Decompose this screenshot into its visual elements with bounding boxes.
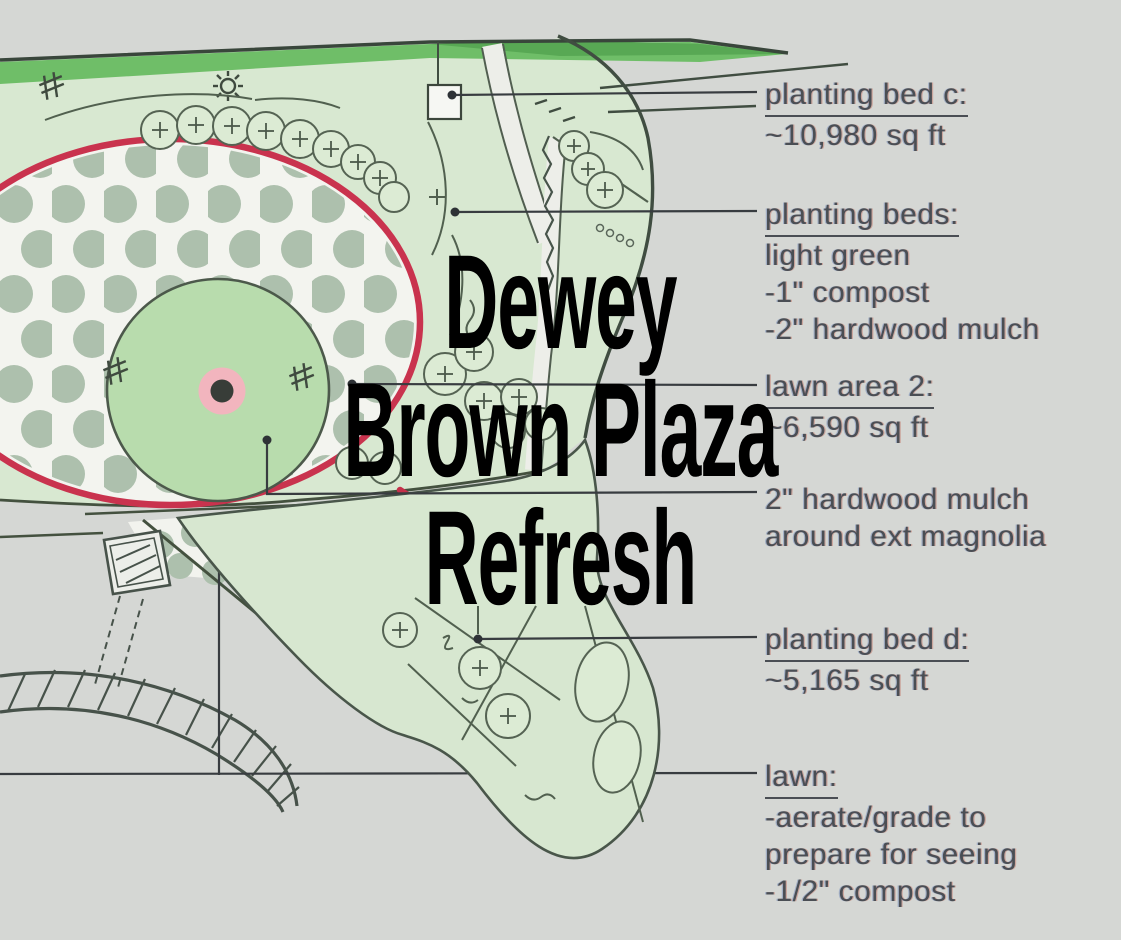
tree-circles <box>140 105 558 485</box>
label-line: prepare for seeing <box>765 838 1018 871</box>
label-line: ~6,590 sq ft <box>765 411 929 444</box>
label-line: light green <box>765 239 911 272</box>
planting-bed-c-marker <box>426 42 463 121</box>
leader-lines <box>262 90 758 644</box>
label-planting-beds: planting beds: light green -1" compost -… <box>765 196 1040 348</box>
label-planting-bed-c: planting bed c: ~10,980 sq ft <box>765 76 968 154</box>
label-heading: planting bed c: <box>765 76 968 117</box>
hatched-ramp <box>0 669 300 813</box>
title-line-1: Dewey <box>444 228 677 377</box>
label-lawn-area-2: lawn area 2: ~6,590 sq ft <box>765 368 935 446</box>
label-magnolia-mulch: 2" hardwood mulch around ext magnolia <box>765 481 1046 555</box>
label-heading: planting beds: <box>765 196 959 237</box>
label-heading: lawn area 2: <box>765 368 935 409</box>
label-line: -aerate/grade to <box>765 801 987 834</box>
label-heading: planting bed d: <box>765 621 970 662</box>
path-exit-lines <box>534 62 849 123</box>
plan-outline-swoosh <box>557 34 655 439</box>
sun-icon <box>213 71 243 101</box>
label-line: -2" hardwood mulch <box>765 313 1040 346</box>
label-line: ~5,165 sq ft <box>765 664 929 697</box>
lower-lobe <box>175 437 661 860</box>
sketch-symbols <box>38 71 315 391</box>
label-line: -1/2" compost <box>765 875 956 908</box>
label-line: 2" hardwood mulch <box>765 483 1030 516</box>
label-line: around ext magnolia <box>765 520 1047 553</box>
title-line-2: Brown Plaza <box>343 356 778 505</box>
label-planting-bed-d: planting bed d: ~5,165 sq ft <box>765 621 970 699</box>
right-bulge-bed <box>552 130 649 248</box>
title-line-3: Refresh <box>424 484 697 633</box>
label-heading: lawn: <box>765 758 838 799</box>
label-lawn: lawn: -aerate/grade to prepare for seein… <box>765 758 1018 910</box>
hatched-structure <box>93 529 172 692</box>
existing-magnolia-circle <box>105 277 331 503</box>
label-line: ~10,980 sq ft <box>765 119 946 152</box>
label-line: -1" compost <box>765 276 930 309</box>
